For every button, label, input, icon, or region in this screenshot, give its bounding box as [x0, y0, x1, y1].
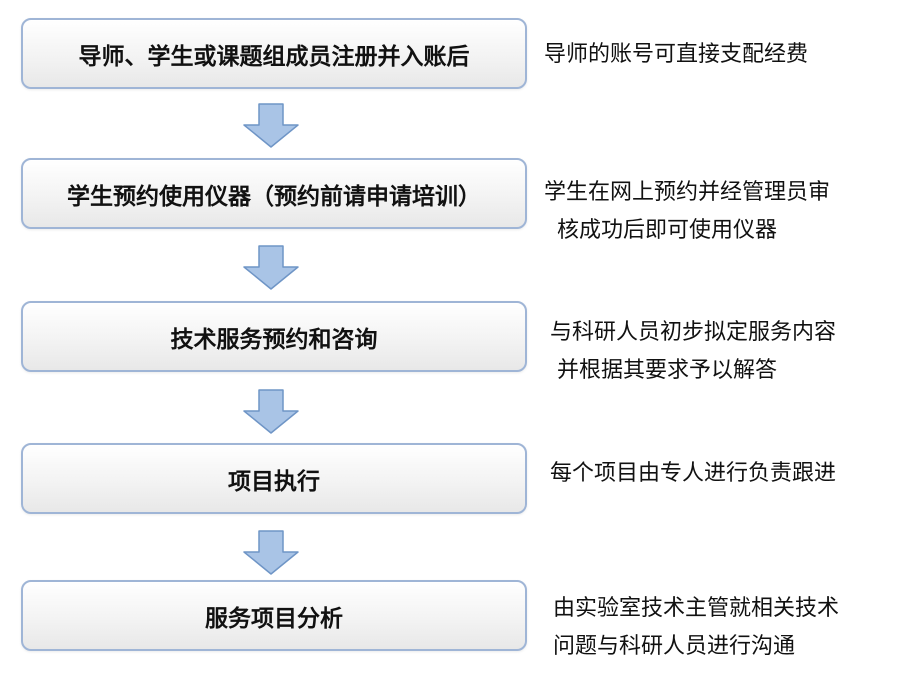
step-label: 项目执行: [228, 468, 320, 495]
step-note-service-consult: 与科研人员初步拟定服务内容 并根据其要求予以解答: [544, 314, 904, 390]
note-line: 与科研人员初步拟定服务内容: [550, 320, 837, 345]
step-box-register: 导师、学生或课题组成员注册并入账后: [21, 18, 527, 89]
step-note-project-execution: 每个项目由专人进行负责跟进: [544, 455, 904, 493]
note-line: 导师的账号可直接支配经费: [544, 42, 809, 67]
down-arrow-icon: [243, 530, 299, 575]
down-arrow-icon: [243, 245, 299, 290]
step-label: 技术服务预约和咨询: [170, 326, 378, 353]
step-label: 导师、学生或课题组成员注册并入账后: [78, 43, 470, 70]
step-label: 服务项目分析: [205, 605, 343, 632]
note-line: 学生在网上预约并经管理员审: [544, 180, 831, 205]
note-line: 问题与科研人员进行沟通: [553, 634, 796, 659]
note-line: 核成功后即可使用仪器: [557, 218, 778, 243]
step-note-reserve-instrument: 学生在网上预约并经管理员审 核成功后即可使用仪器: [544, 174, 904, 250]
step-box-service-analysis: 服务项目分析: [21, 580, 527, 651]
note-line: 每个项目由专人进行负责跟进: [550, 461, 837, 486]
down-arrow-icon: [243, 103, 299, 148]
step-box-project-execution: 项目执行: [21, 443, 527, 514]
down-arrow-icon: [243, 389, 299, 434]
step-box-service-consult: 技术服务预约和咨询: [21, 301, 527, 372]
note-line: 由实验室技术主管就相关技术: [553, 596, 840, 621]
step-label: 学生预约使用仪器（预约前请申请培训）: [67, 183, 481, 210]
step-box-reserve-instrument: 学生预约使用仪器（预约前请申请培训）: [21, 158, 527, 229]
step-note-service-analysis: 由实验室技术主管就相关技术 问题与科研人员进行沟通: [544, 590, 904, 666]
step-note-register: 导师的账号可直接支配经费: [544, 36, 904, 74]
note-line: 并根据其要求予以解答: [557, 358, 778, 383]
